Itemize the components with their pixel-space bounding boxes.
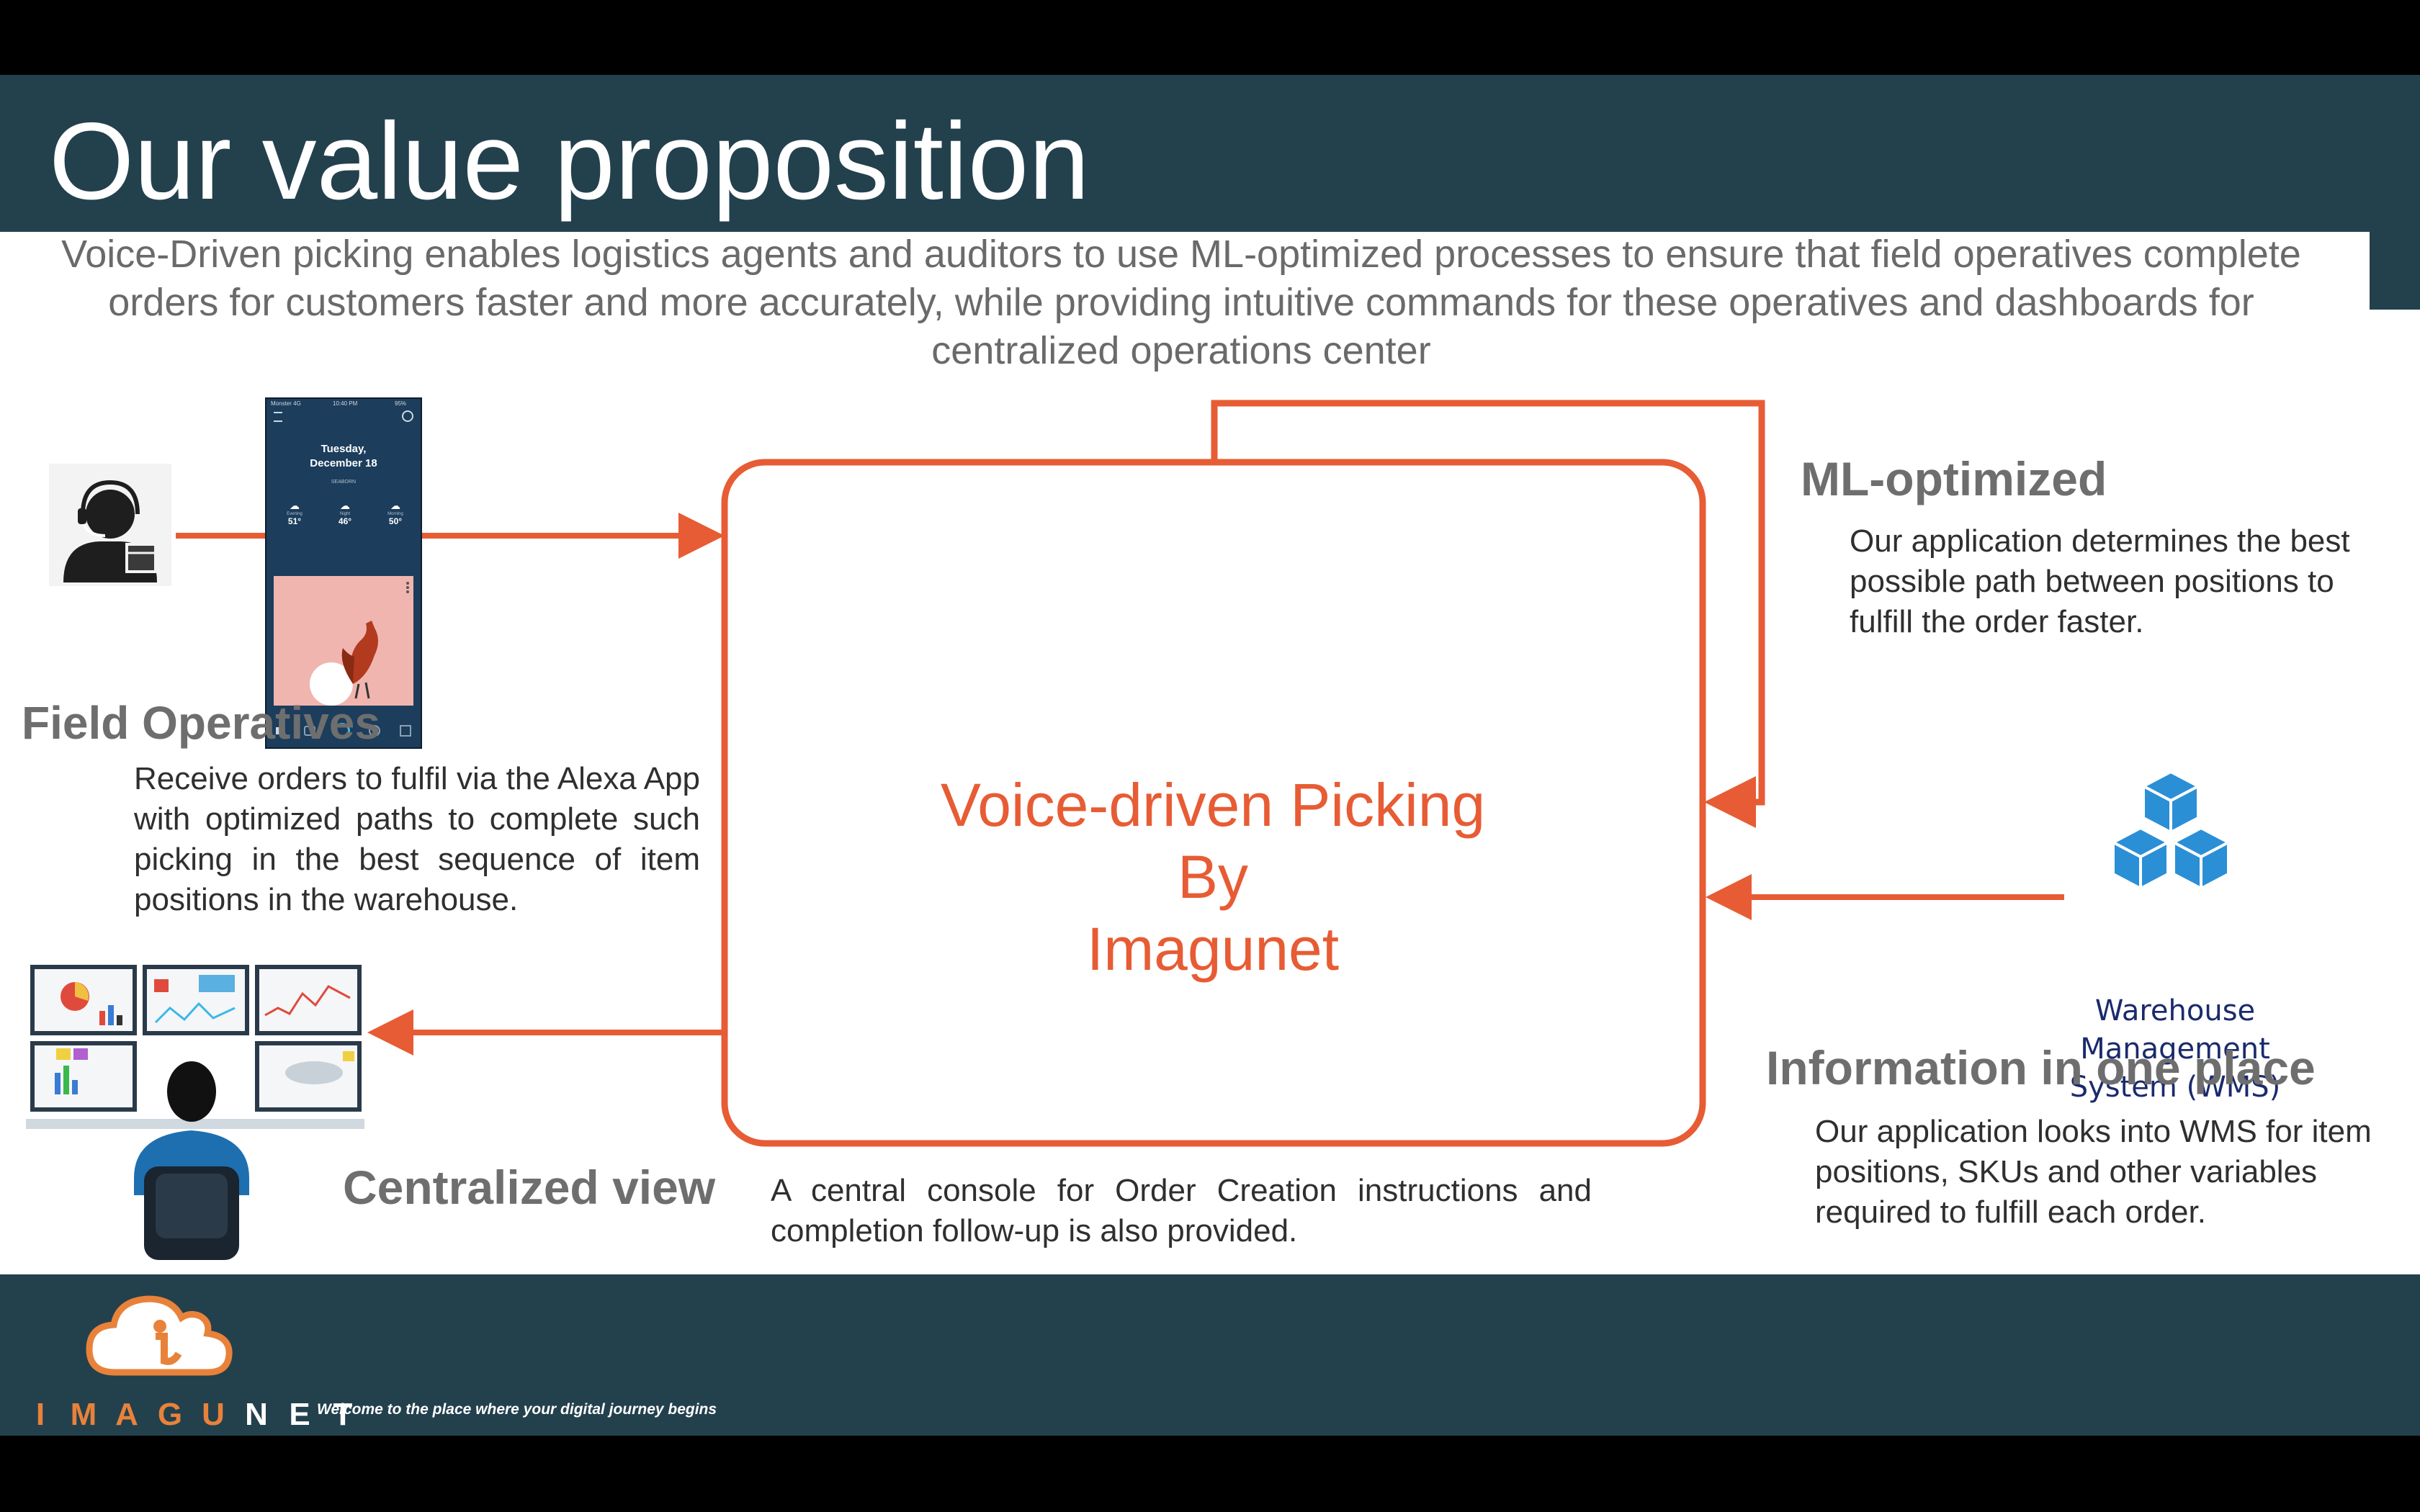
ml-optimized-body: Our application determines the best poss… bbox=[1850, 521, 2354, 642]
rooster-card bbox=[274, 576, 413, 706]
phone-status-time: 10:40 PM bbox=[333, 400, 357, 407]
ml-optimized-heading: ML-optimized bbox=[1801, 455, 2107, 503]
field-operatives-body: Receive orders to fulfil via the Alexa A… bbox=[134, 759, 700, 920]
center-title-line1: Voice-driven Picking bbox=[723, 769, 1703, 841]
logo-letter: E bbox=[278, 1397, 321, 1433]
operator bbox=[134, 1061, 249, 1260]
weather-temp: 50° bbox=[377, 516, 413, 526]
logo-letter: N bbox=[235, 1397, 278, 1433]
phone-location: SEABORN bbox=[266, 480, 421, 485]
logo-letter: G bbox=[148, 1397, 192, 1433]
call-agent-icon bbox=[49, 464, 171, 586]
center-title: Voice-driven Picking By Imagunet bbox=[723, 769, 1703, 985]
weather-night: ☁ Night 46° bbox=[327, 500, 363, 543]
information-heading: Information in one place bbox=[1766, 1044, 2316, 1092]
phone-date: Tuesday, December 18 bbox=[266, 442, 421, 471]
cloud-icon: ☁ bbox=[377, 500, 413, 512]
menu-icon bbox=[274, 412, 282, 422]
operations-console-icon bbox=[26, 958, 372, 1263]
wms-label-line1: Warehouse bbox=[2045, 992, 2305, 1030]
logo-letter: M bbox=[62, 1397, 105, 1433]
weather-temp: 46° bbox=[327, 516, 363, 526]
phone-date-line: December 18 bbox=[266, 456, 421, 471]
centralized-body: A central console for Order Creation ins… bbox=[771, 1171, 1592, 1251]
weather-evening: ☁ Evening 51° bbox=[277, 500, 313, 543]
information-body: Our application looks into WMS for item … bbox=[1815, 1112, 2391, 1233]
cloud-icon: ☁ bbox=[327, 500, 363, 512]
center-title-line2: By bbox=[723, 841, 1703, 913]
phone-weather: ☁ Evening 51° ☁ Night 46° ☁ Morning 50° bbox=[277, 500, 413, 543]
center-title-line3: Imagunet bbox=[723, 913, 1703, 985]
devices-icon bbox=[400, 725, 411, 737]
footer-tagline: Welcome to the place where your digital … bbox=[317, 1401, 717, 1418]
weather-temp: 51° bbox=[277, 516, 313, 526]
logo-letter: I bbox=[19, 1397, 62, 1433]
centralized-heading: Centralized view bbox=[343, 1164, 715, 1211]
field-operatives-heading: Field Operatives bbox=[22, 700, 380, 746]
alexa-app-phone: Monster 4G 10:40 PM 95% Tuesday, Decembe… bbox=[265, 397, 422, 749]
phone-status-battery: 95% bbox=[395, 400, 406, 407]
logo-letter: A bbox=[105, 1397, 148, 1433]
warehouse-cubes-icon bbox=[2105, 768, 2237, 903]
headset-agent-icon bbox=[49, 464, 171, 586]
slide: Our value proposition Voice-Driven picki… bbox=[0, 75, 2420, 1436]
rooster-icon bbox=[274, 576, 413, 706]
cloud-icon: ☁ bbox=[277, 500, 313, 512]
imagunet-cloud-logo-icon bbox=[84, 1289, 235, 1382]
power-icon bbox=[402, 410, 413, 422]
weather-morning: ☁ Morning 50° bbox=[377, 500, 413, 543]
phone-day: Tuesday, bbox=[266, 442, 421, 456]
logo-letter: U bbox=[192, 1397, 235, 1433]
phone-status-carrier: Monster 4G bbox=[271, 400, 301, 407]
